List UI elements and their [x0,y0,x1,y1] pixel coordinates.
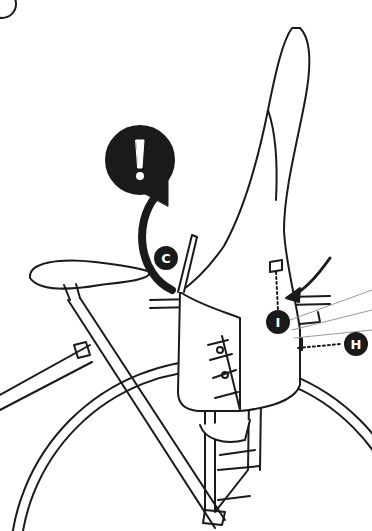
strap-hole [222,372,228,378]
strap-hole [217,347,223,353]
callout-letter: C [155,247,177,269]
callout-letter: H [345,333,367,355]
rack-mount [203,510,225,525]
strap [208,336,240,410]
callout-disc [345,333,367,355]
motion-line [290,290,372,338]
saddle [30,261,150,289]
top-tube [0,362,92,410]
warning-mark [136,172,144,180]
callout-disc [155,247,177,269]
seat-shell [178,28,309,411]
belt-tongue [178,235,197,292]
seat-clamp [74,342,90,358]
callout-disc [267,311,289,333]
warning-icon [106,126,174,194]
leader-line [276,272,278,310]
callout-letter: I [267,311,289,333]
step-circle [0,0,16,18]
rotate-arrow [142,196,172,290]
seat-side [180,292,240,411]
footrest [200,420,250,442]
seat-back-edge [268,110,277,200]
release-button [270,260,282,272]
seat-post [64,284,80,300]
rack-brace [218,450,260,500]
warning-mark [136,140,144,168]
leader-line [298,344,340,348]
arrow-head [286,288,300,302]
